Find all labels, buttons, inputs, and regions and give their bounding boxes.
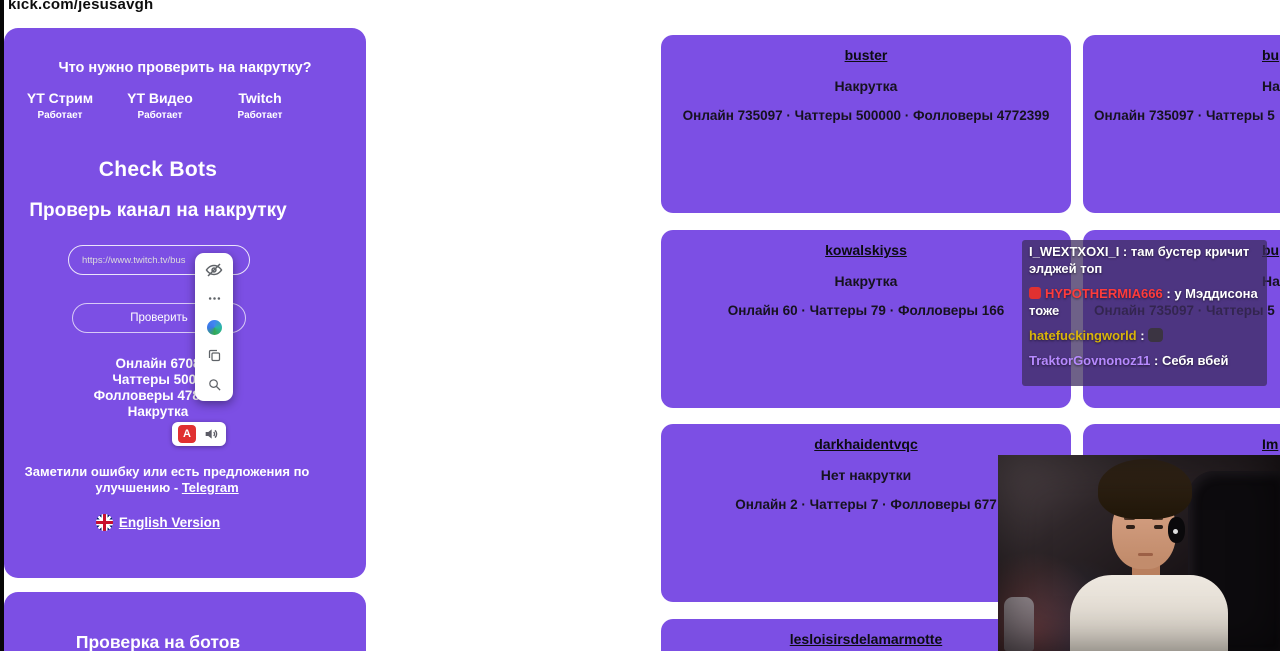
streamer-neck: [1132, 563, 1160, 583]
streamer-earbud: [1173, 529, 1178, 534]
streamer-hair: [1098, 459, 1192, 519]
service-yt-video: YT Видео Работает: [110, 90, 210, 121]
chat-message: TraktorGovnonoz11 : Себя вбей: [1029, 352, 1260, 369]
checker-panel: Что нужно проверить на накрутку? YT Стри…: [4, 28, 366, 578]
service-status: Работает: [137, 110, 183, 121]
room-clutter: [998, 551, 1108, 651]
channel-link[interactable]: bu: [1262, 47, 1280, 63]
channel-link[interactable]: buster: [844, 47, 888, 63]
chat-username[interactable]: hatefuckingworld: [1029, 328, 1137, 343]
channel-card: kowalskiyss Накрутка Онлайн 60 · Чаттеры…: [661, 230, 1071, 408]
chat-message: I_WEXTXOXI_I : там бустер кричит элджей …: [1029, 243, 1260, 277]
bots-check-panel: Проверка на ботов: [4, 592, 366, 651]
chat-emote-icon: [1148, 328, 1164, 342]
page-subtitle: Проверь канал на накрутку: [29, 200, 287, 221]
channel-card-partial: bu Нак Онлайн 735097 · Чаттеры 5: [1083, 35, 1280, 213]
streamer-eyebrow: [1124, 517, 1135, 520]
channel-stats: Онлайн 2 · Чаттеры 7 · Фолловеры 677: [735, 497, 997, 512]
streamer: [1068, 459, 1238, 651]
channel-link[interactable]: darkhaidentvqc: [814, 436, 918, 452]
chat-message: HYPOTHERMIA666 : у Мэддисона тоже: [1029, 285, 1260, 319]
search-icon[interactable]: [205, 375, 223, 393]
selection-mini-toolbar: A: [172, 422, 226, 446]
chat-text: там бустер кричит элджей топ: [1029, 244, 1250, 276]
result-online: Онлайн 6708: [115, 356, 201, 371]
panel-question: Что нужно проверить на накрутку?: [58, 60, 312, 76]
service-twitch: Twitch Работает: [210, 90, 310, 121]
chat-username[interactable]: I_WEXTXOXI_I: [1029, 244, 1120, 259]
service-name: YT Стрим: [26, 90, 94, 106]
chat-text: у Мэддисона тоже: [1029, 286, 1258, 318]
result-followers: Фолловеры 478202: [93, 388, 223, 403]
chat-text: Себя вбей: [1161, 353, 1229, 368]
read-aloud-icon[interactable]: [202, 425, 220, 443]
subscriber-badge-icon: [1029, 287, 1041, 299]
background-bottle: [1004, 597, 1034, 651]
left-edge-strip: [0, 0, 4, 651]
verdict-label: Накрутка: [834, 273, 898, 289]
chat-separator: :: [1150, 353, 1162, 368]
channel-stats: Онлайн 60 · Чаттеры 79 · Фолловеры 166: [727, 303, 1005, 318]
streamer-eye: [1126, 525, 1135, 529]
channel-link[interactable]: lesloisirsdelamarmotte: [789, 631, 943, 647]
streamer-shirt: [1070, 575, 1228, 651]
verdict-label: Нак: [1262, 78, 1280, 94]
selection-context-menu: [195, 253, 233, 401]
streamer-face: [1112, 491, 1176, 569]
service-status: Работает: [237, 110, 283, 121]
chat-overlay: I_WEXTXOXI_I : там бустер кричит элджей …: [1022, 240, 1267, 386]
streamer-mouth: [1138, 553, 1153, 556]
channel-stats: Онлайн 735097 · Чаттеры 5: [1094, 108, 1275, 123]
feedback-prefix: Заметили ошибку или есть предложения по …: [24, 464, 310, 495]
streamer-earphone: [1168, 517, 1185, 543]
check-results: Онлайн 6708 Чаттеры 5000 Фолловеры 47820…: [4, 356, 312, 420]
chat-username[interactable]: HYPOTHERMIA666: [1045, 286, 1163, 301]
webcam-overlay: [998, 455, 1280, 651]
bots-panel-title: Проверка на ботов: [75, 632, 241, 651]
verdict-label: Накрутка: [834, 78, 898, 94]
hide-icon[interactable]: [205, 261, 223, 279]
channel-stats: Онлайн 735097 · Чаттеры 500000 · Фоллове…: [682, 108, 1050, 123]
channel-link[interactable]: Im: [1262, 436, 1279, 452]
english-version-row: English Version: [4, 514, 312, 531]
site-title: Check Bots: [98, 158, 218, 181]
gaming-chair: [1188, 471, 1280, 651]
service-name: YT Видео: [127, 90, 193, 106]
chat-separator: :: [1119, 244, 1131, 259]
copy-icon[interactable]: [205, 347, 223, 365]
chat-separator: :: [1136, 328, 1149, 343]
url-overlay-text: kick.com/jesusavgh: [8, 0, 154, 13]
streamer-eye: [1154, 525, 1163, 529]
streamer-eyebrow: [1152, 517, 1163, 520]
translate-extension-icon[interactable]: [205, 318, 223, 336]
service-yt-stream: YT Стрим Работает: [10, 90, 110, 121]
feedback-text: Заметили ошибку или есть предложения по …: [12, 464, 322, 496]
service-name: Twitch: [238, 90, 282, 106]
result-chatters: Чаттеры 5000: [112, 372, 204, 387]
service-status: Работает: [37, 110, 83, 121]
more-options-icon[interactable]: [205, 290, 223, 308]
services-status-row: YT Стрим Работает YT Видео Работает Twit…: [10, 90, 310, 121]
uk-flag-icon: [95, 514, 113, 531]
result-verdict: Накрутка: [127, 404, 189, 419]
chat-username[interactable]: TraktorGovnonoz11: [1029, 353, 1151, 368]
english-version-link[interactable]: English Version: [118, 515, 221, 530]
translate-icon[interactable]: A: [178, 425, 196, 443]
channel-card: buster Накрутка Онлайн 735097 · Чаттеры …: [661, 35, 1071, 213]
check-button[interactable]: Проверить: [72, 303, 246, 333]
chat-message: hatefuckingworld :: [1029, 327, 1260, 344]
channel-link[interactable]: kowalskiyss: [825, 242, 907, 258]
verdict-label: Нет накрутки: [820, 467, 912, 483]
telegram-link[interactable]: Telegram: [181, 480, 239, 495]
chat-separator: :: [1162, 286, 1175, 301]
